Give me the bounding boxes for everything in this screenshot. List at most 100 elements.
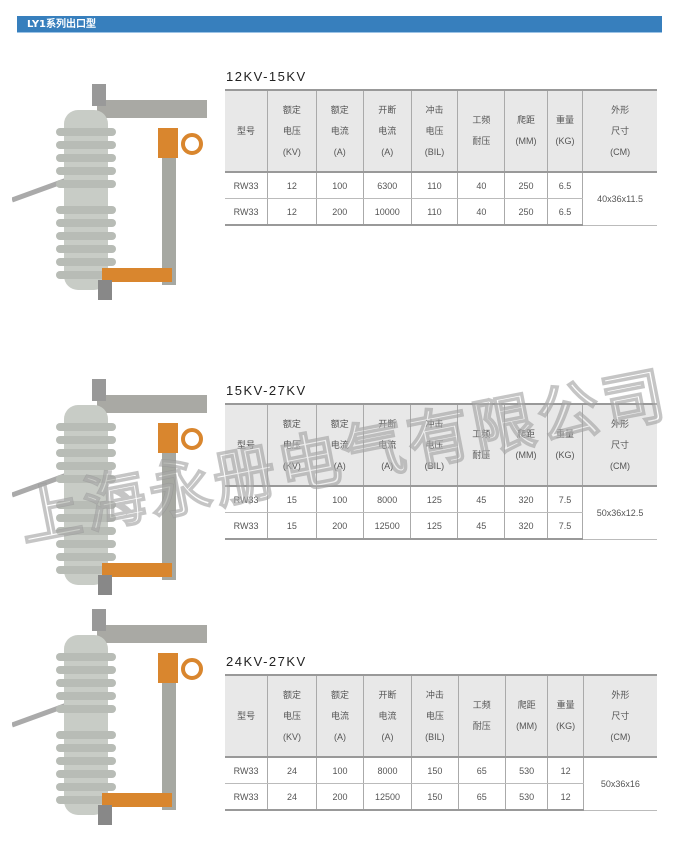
voltage-range-title: 12KV-15KV: [226, 69, 307, 84]
column-header: 开断电流(A): [362, 403, 412, 487]
table-cell: 15: [267, 486, 317, 513]
table-cell: 100: [315, 172, 364, 199]
table-cell: 7.5: [546, 512, 583, 540]
dimension-cell: 40x36x11.5: [582, 172, 657, 226]
header-line: 重量: [556, 700, 575, 710]
header-line: (MM): [516, 721, 538, 731]
header-line: 电压: [425, 439, 444, 450]
header-line: 冲击: [425, 104, 444, 115]
header-line: 额定: [330, 104, 349, 115]
header-line: 型号: [237, 710, 256, 721]
table-cell: 6.5: [546, 172, 584, 199]
column-header: 额定电压(KV): [267, 89, 317, 173]
header-line: (MM): [515, 136, 537, 146]
header-line: 电流: [330, 710, 349, 721]
column-header: 重量(KG): [546, 89, 584, 173]
header-line: 工频: [472, 429, 491, 439]
table-cell: RW33: [225, 172, 269, 199]
header-line: 型号: [237, 439, 256, 450]
header-line: (A): [333, 460, 346, 471]
voltage-range-title: 24KV-27KV: [226, 654, 307, 669]
table-cell: 15: [267, 512, 317, 540]
header-line: 爬距: [517, 700, 536, 710]
table-cell: 320: [504, 486, 548, 513]
column-header: 额定电压 (KV): [267, 403, 317, 487]
header-line: 冲击: [425, 418, 444, 429]
header-line: 电流: [378, 125, 397, 136]
table-cell: 12: [547, 783, 584, 811]
header-line: 外形: [611, 689, 630, 700]
column-header: 爬距(MM): [504, 403, 548, 487]
spec-table: 型号 额定电压 (KV) 额定电流 (A) 开断电流 (A) 冲击电压 (BIL) 工频耐压 爬距 (…: [225, 674, 657, 811]
column-header: 型号: [225, 674, 269, 758]
header-line: (KV): [282, 146, 301, 157]
table-cell: RW33: [225, 486, 269, 513]
fuse-cutout-image: [12, 84, 207, 300]
table-cell: 6300: [362, 172, 412, 199]
header-line: (KG): [555, 450, 575, 460]
header-line: (A): [381, 146, 394, 157]
table-cell: RW33: [225, 783, 269, 811]
table-cell: 40: [457, 198, 506, 226]
column-header: 额定电流(A): [315, 89, 364, 173]
header-line: 工频: [472, 115, 491, 125]
column-header: 型号: [225, 403, 269, 487]
header-line: (A): [333, 146, 346, 157]
table-cell: 12500: [363, 783, 412, 811]
table-cell: 250: [504, 172, 548, 199]
column-header: 重量 (KG): [546, 403, 584, 487]
table-cell: 12: [547, 757, 584, 784]
table-cell: 24: [267, 783, 317, 811]
header-line: (KV): [282, 731, 301, 742]
table-cell: 6.5: [546, 198, 583, 226]
table-cell: 45: [457, 512, 506, 540]
table-cell: 200: [315, 198, 364, 226]
header-line: 电压: [282, 439, 301, 450]
column-header: 额定电流(A): [315, 403, 364, 487]
table-cell: 125: [410, 486, 459, 513]
header-line: (CM): [610, 460, 631, 471]
header-line: (A): [381, 731, 394, 742]
table-cell: RW33: [225, 757, 269, 784]
table-cell: 65: [457, 783, 506, 811]
header-line: 外形: [611, 104, 630, 115]
header-line: 重量: [555, 429, 574, 439]
header-line: 电压: [282, 125, 301, 136]
table-cell: 45: [457, 486, 506, 513]
header-line: 开断: [378, 689, 397, 700]
column-header: 额定电流 (A): [315, 674, 365, 758]
table-cell: 12500: [362, 512, 412, 540]
header-line: 型号: [237, 125, 256, 136]
column-header: 重量(KG): [547, 674, 584, 758]
header-line: (KV): [282, 460, 301, 471]
header-line: 电压: [282, 710, 301, 721]
header-line: (CM): [610, 146, 631, 157]
column-header: 外形尺寸(CM): [582, 403, 657, 487]
table-cell: 24: [267, 757, 317, 784]
header-line: 额定: [282, 418, 301, 429]
column-header: 冲击电压(BIL): [410, 403, 459, 487]
section-banner: LY1系列出口型: [17, 16, 662, 33]
table-cell: 40: [457, 172, 506, 199]
table-cell: 150: [410, 783, 459, 811]
column-header: 额定电压(KV): [267, 674, 317, 758]
header-line: (BIL): [425, 731, 445, 742]
table-cell: RW33: [225, 512, 269, 540]
header-line: 电压: [425, 710, 444, 721]
column-header: 工频耐压: [457, 674, 506, 758]
table-cell: 100: [315, 486, 364, 513]
spec-table: 型号额定电压(KV)额定电流(A)开断电流(A)冲击电压(BIL)工频耐压爬距(…: [225, 403, 657, 540]
header-line: 额定: [330, 689, 349, 700]
header-line: 爬距: [517, 115, 536, 125]
header-line: 尺寸: [611, 710, 630, 721]
header-line: 开断: [378, 418, 397, 429]
header-line: 冲击: [425, 689, 444, 700]
table-cell: 7.5: [546, 486, 584, 513]
voltage-range-title: 15KV-27KV: [226, 383, 307, 398]
table-cell: 10000: [362, 198, 412, 226]
header-line: 电流: [378, 439, 397, 450]
header-line: (A): [333, 731, 346, 742]
